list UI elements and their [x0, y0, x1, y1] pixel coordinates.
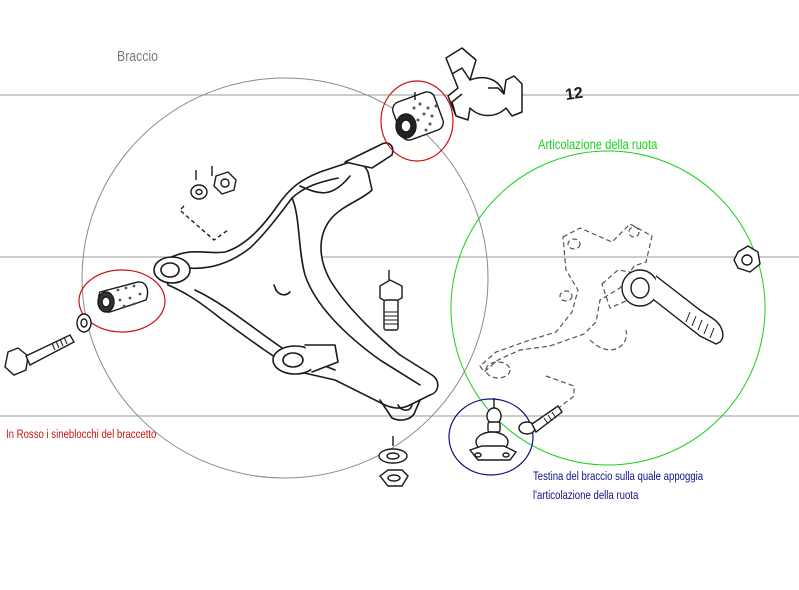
bushings-note: In Rosso i sineblocchi del braccetto	[6, 428, 156, 441]
rear-bushing-icon	[392, 91, 444, 141]
arm-highlight-circle	[81, 77, 489, 479]
spindle-nut-icon	[733, 245, 761, 273]
stabilizer-bracket-icon	[445, 47, 523, 121]
rear-bushing-circle	[380, 80, 454, 162]
control-arm	[153, 142, 439, 421]
ball-joint-circle	[448, 398, 534, 476]
ball-joint-note-line1: Testina del braccio sulla quale appoggia	[533, 470, 704, 483]
wheel-knuckle-icon	[479, 223, 653, 411]
part-number-label: 12	[564, 85, 584, 104]
wheel-joint-highlight-circle	[450, 150, 766, 466]
ball-joint-bolt-icon	[518, 405, 563, 435]
ball-joint-note-line2: l'articolazione della ruota	[533, 489, 639, 502]
washer-nut-group	[179, 166, 237, 241]
vertical-bolt-icon	[379, 270, 403, 331]
arm-label: Braccio	[117, 48, 158, 64]
wheel-joint-label: Articolazione della ruota	[538, 137, 658, 152]
front-bushing-circle	[78, 269, 166, 333]
front-bushing-icon	[97, 281, 149, 313]
wheel-spindle-icon	[621, 269, 724, 345]
guide-lines	[0, 94, 799, 417]
bottom-washer-nut-group	[378, 436, 409, 487]
front-bolt-icon	[4, 334, 75, 376]
ball-joint-icon	[468, 398, 518, 461]
washer-icon	[76, 313, 92, 333]
